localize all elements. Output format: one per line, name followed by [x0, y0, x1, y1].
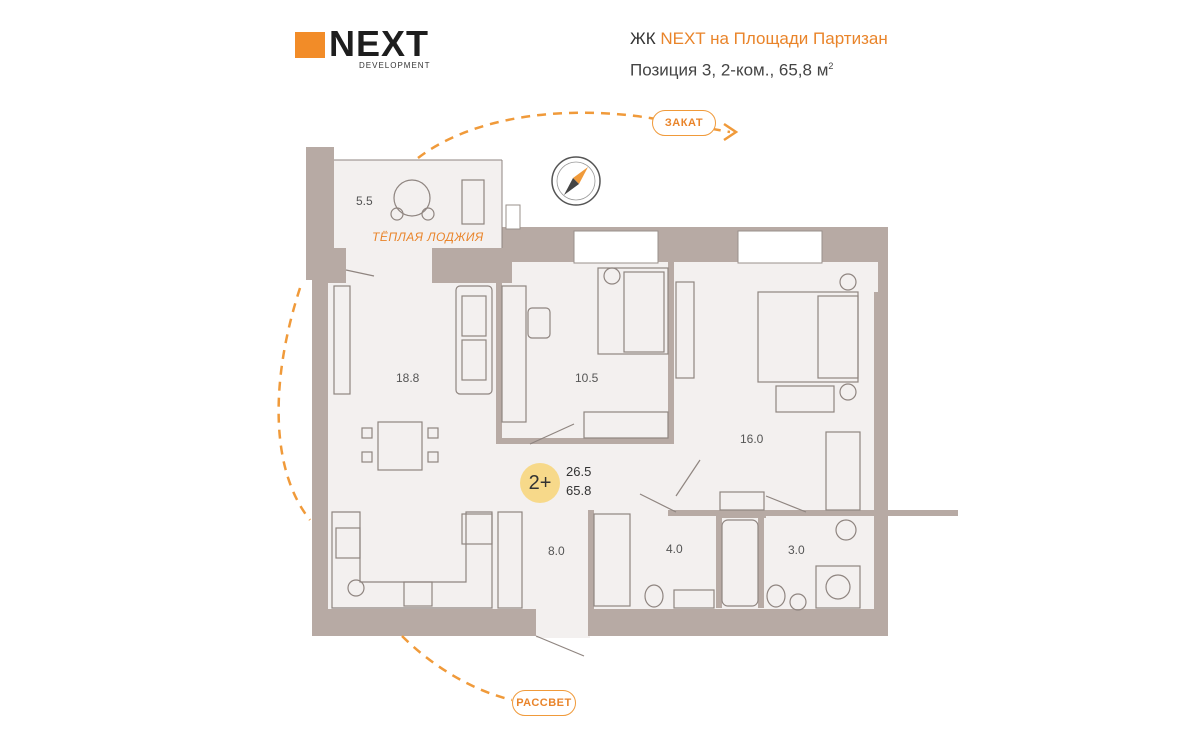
project-header: ЖК NEXT на Площади Партизан Позиция 3, 2… — [630, 28, 888, 82]
room-area-bedroom-large: 16.0 — [740, 432, 764, 446]
living-area-total: 26.5 — [566, 464, 592, 479]
apartment-position: Позиция 3, 2-ком., 65,8 м2 — [630, 55, 888, 82]
compass-icon — [551, 156, 601, 206]
loggia-name: ТЁПЛАЯ ЛОДЖИЯ — [372, 230, 484, 244]
apartment-floor — [328, 283, 874, 609]
sunrise-arc — [277, 287, 513, 702]
furniture — [331, 179, 861, 611]
unit-superscript: 2 — [828, 61, 834, 71]
loggia-railing — [334, 159, 503, 248]
brand-logo: NEXT DEVELOPMENT — [295, 24, 455, 73]
entrance-gap — [536, 606, 590, 638]
project-name: NEXT на Площади Партизан — [660, 29, 888, 48]
room-area-bathroom: 4.0 — [666, 542, 683, 556]
floor-patch-mid — [512, 262, 674, 292]
sunset-arc — [417, 111, 731, 159]
project-prefix: ЖК — [630, 29, 656, 48]
loggia-floor — [334, 160, 502, 248]
loggia-door-gap — [346, 246, 432, 286]
room-area-loggia: 5.5 — [356, 194, 373, 208]
interior-walls — [496, 262, 958, 636]
rooms-badge: 2+ — [520, 463, 560, 503]
logo-square-icon — [295, 32, 325, 58]
total-area: 65.8 — [566, 483, 592, 498]
floor-patch-right — [672, 262, 878, 292]
sunrise-label: РАССВЕТ — [512, 690, 576, 716]
door-swings — [345, 269, 807, 657]
sunset-arrowhead — [723, 122, 739, 142]
windows — [505, 204, 823, 264]
sunset-label: ЗАКАТ — [652, 110, 716, 136]
room-area-living: 18.8 — [396, 371, 420, 385]
logo-subtitle: DEVELOPMENT — [359, 61, 431, 70]
room-area-bedroom-small: 10.5 — [575, 371, 599, 385]
project-title: ЖК NEXT на Площади Партизан — [630, 28, 888, 50]
room-area-wc: 3.0 — [788, 543, 805, 557]
logo-wordmark: NEXT — [329, 23, 430, 64]
apartment-position-text: Позиция 3, 2-ком., 65,8 м — [630, 60, 829, 80]
room-area-hall: 8.0 — [548, 544, 565, 558]
